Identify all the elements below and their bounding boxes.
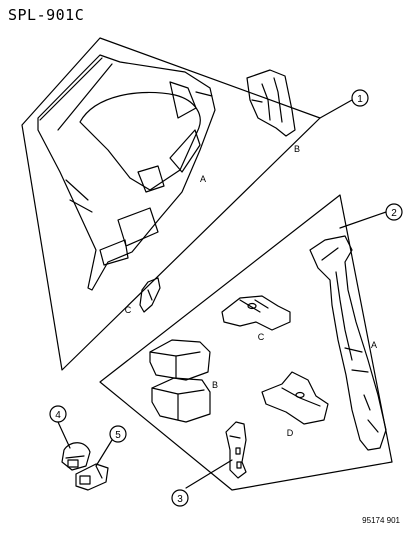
leader-line-5	[95, 439, 113, 467]
part-c-cap	[139, 277, 161, 313]
part-c-bracket	[221, 295, 291, 331]
callout-circle-3	[171, 489, 189, 507]
part-b-bracket	[246, 69, 296, 137]
part-letter-d: D	[287, 428, 294, 438]
part-d-bracket	[261, 371, 329, 425]
part-letter-c: C	[258, 332, 265, 342]
document-number: 95174 901	[362, 516, 400, 525]
part-b-blocks	[149, 339, 211, 423]
leader-line-1	[319, 99, 353, 119]
callout-number: 1	[357, 94, 363, 105]
callout-circle-2	[385, 203, 403, 221]
part-5-clip	[75, 463, 109, 491]
part-letter-b: B	[294, 144, 300, 154]
callout-number: 5	[115, 430, 121, 441]
callout-number: 2	[391, 208, 397, 219]
callout-number: 4	[55, 410, 61, 421]
quarter-panel-part	[37, 54, 216, 291]
part-letter-b: B	[212, 380, 218, 390]
leader-line-3	[185, 459, 233, 489]
panel-2-outline	[99, 194, 393, 491]
part-letter-a: A	[200, 174, 206, 184]
part-letter-a: A	[371, 340, 377, 350]
leader-line-4	[57, 421, 71, 449]
callout-circle-4	[49, 405, 67, 423]
part-3-bracket	[225, 421, 247, 479]
part-letter-c: C	[125, 305, 132, 315]
leader-line-2	[339, 211, 387, 229]
callout-number: 3	[177, 494, 183, 505]
part-4-clip	[61, 442, 91, 471]
callout-circle-1	[351, 89, 369, 107]
panel-1-outline	[21, 37, 321, 371]
diagram-title: SPL-901C	[8, 6, 85, 24]
part-a-pillar	[309, 235, 387, 451]
callout-circle-5	[109, 425, 127, 443]
